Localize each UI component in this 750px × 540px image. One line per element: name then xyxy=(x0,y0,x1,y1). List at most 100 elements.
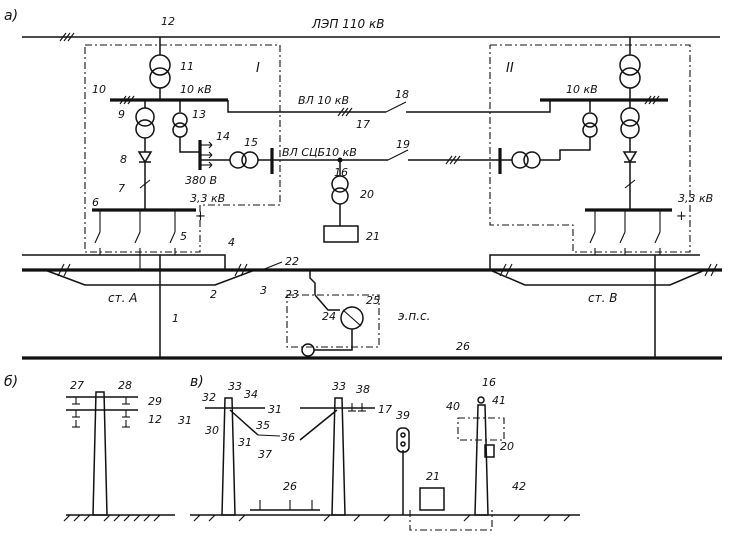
transformer-II-traction-lower xyxy=(620,119,640,139)
transformer-15-right xyxy=(241,151,259,169)
label-31-bottom: 31 xyxy=(238,436,252,449)
console-30 xyxy=(229,409,259,436)
eps-label: э.п.с. xyxy=(398,309,430,323)
line-scb-hatch xyxy=(445,155,461,165)
line-110kv-label: ЛЭП 110 кВ xyxy=(311,17,384,31)
station-A-label: ст. А xyxy=(108,291,137,305)
label-17: 17 xyxy=(356,118,370,131)
label-vl-scb: ВЛ СЦБ10 кВ xyxy=(282,146,357,159)
label-22: 22 xyxy=(285,255,299,268)
ground-v-hatch xyxy=(193,514,571,522)
label-8: 8 xyxy=(120,153,127,166)
panel-label-b: б) xyxy=(4,374,18,390)
label-16-v: 16 xyxy=(482,376,496,389)
label-19: 19 xyxy=(396,138,410,151)
substation-II-frame xyxy=(489,44,691,253)
label-10: 10 xyxy=(92,83,106,96)
label-38: 38 xyxy=(356,383,370,396)
label-1: 1 xyxy=(172,312,179,325)
wheel xyxy=(301,343,315,357)
catenary-II xyxy=(489,254,700,270)
label-vl10: ВЛ 10 кВ xyxy=(298,94,349,107)
label-31-left: 31 xyxy=(178,414,192,427)
label-15: 15 xyxy=(244,136,258,149)
switch-18 xyxy=(385,101,407,113)
label-39: 39 xyxy=(396,409,410,422)
transformer-II-upper xyxy=(619,54,641,76)
transformer-aux-II-upper xyxy=(582,112,598,128)
bus-10kv-I-hatch xyxy=(119,95,135,105)
label-6: 6 xyxy=(92,196,99,209)
transformer-11-lower xyxy=(149,67,171,89)
line-vl10-hatch xyxy=(337,107,353,117)
transformer-scb-II-right xyxy=(523,151,541,169)
label-34: 34 xyxy=(244,388,258,401)
box-21 xyxy=(419,487,445,511)
label-28: 28 xyxy=(118,379,132,392)
transformer-II-lower xyxy=(619,67,641,89)
label-10kv-I: 10 кВ xyxy=(180,83,212,96)
label-31-right: 31 xyxy=(268,403,282,416)
label-33-v2: 33 xyxy=(332,380,346,393)
switch-II xyxy=(624,179,636,189)
label-36: 36 xyxy=(281,431,295,444)
signal-lamp-2 xyxy=(400,441,406,447)
contact-wire-36 xyxy=(257,434,281,437)
signal-lamp-1 xyxy=(400,432,406,438)
label-27: 27 xyxy=(70,379,84,392)
label-37: 37 xyxy=(258,448,272,461)
label-13: 13 xyxy=(192,108,206,121)
line-110kv-hatch xyxy=(59,32,75,42)
substation-I-frame xyxy=(84,44,281,253)
rectifier-8 xyxy=(137,151,153,164)
label-3: 3 xyxy=(260,284,267,297)
label-24: 24 xyxy=(322,310,336,323)
label-2: 2 xyxy=(210,288,217,301)
label-26: 26 xyxy=(456,340,470,353)
bus-10kv-II-hatch xyxy=(644,95,660,105)
insulating-joints xyxy=(57,263,718,277)
link-aux-II xyxy=(559,137,591,160)
label-42: 42 xyxy=(512,480,526,493)
plus-II: + xyxy=(676,209,687,224)
transformer-20-upper xyxy=(331,175,349,193)
label-4: 4 xyxy=(228,236,235,249)
eps-frame xyxy=(286,294,380,348)
label-17-v: 17 xyxy=(378,403,392,416)
catenary-4 xyxy=(22,254,226,270)
transformer-20-v xyxy=(484,444,495,458)
label-30: 30 xyxy=(205,424,219,437)
leader-22 xyxy=(261,261,283,271)
transformer-20-lower xyxy=(331,187,349,205)
label-3_3kv-I: 3,3 кВ xyxy=(190,192,225,205)
label-7: 7 xyxy=(118,182,125,195)
transformer-II-traction-upper xyxy=(620,107,640,127)
consumer-21 xyxy=(323,225,359,243)
label-29: 29 xyxy=(148,395,162,408)
console-v2 xyxy=(299,409,338,441)
feeder-switches-II xyxy=(589,210,661,255)
pantograph-23 xyxy=(309,270,316,295)
signal-head-39 xyxy=(396,427,410,453)
insulators-v2 xyxy=(348,403,366,412)
feeder-switches-I xyxy=(94,210,176,270)
station-B-track xyxy=(489,269,706,286)
traction-motor-25-brush xyxy=(342,309,362,327)
rectifier-II xyxy=(622,151,638,164)
label-12-top: 12 xyxy=(161,15,175,28)
label-35: 35 xyxy=(256,419,270,432)
label-18: 18 xyxy=(395,88,409,101)
line-vl10-left xyxy=(227,100,386,113)
switch-7 xyxy=(139,179,151,189)
cable-42 xyxy=(409,510,493,531)
transformer-15-left xyxy=(229,151,247,169)
label-11: 11 xyxy=(180,60,194,73)
transformer-11-upper xyxy=(149,54,171,76)
label-20: 20 xyxy=(360,188,374,201)
outgoing-380v-taps xyxy=(200,141,213,169)
label-26-v: 26 xyxy=(283,480,297,493)
substation-II-label: II xyxy=(506,61,514,76)
label-380v: 380 В xyxy=(185,174,217,187)
link-13-380 xyxy=(179,137,200,153)
